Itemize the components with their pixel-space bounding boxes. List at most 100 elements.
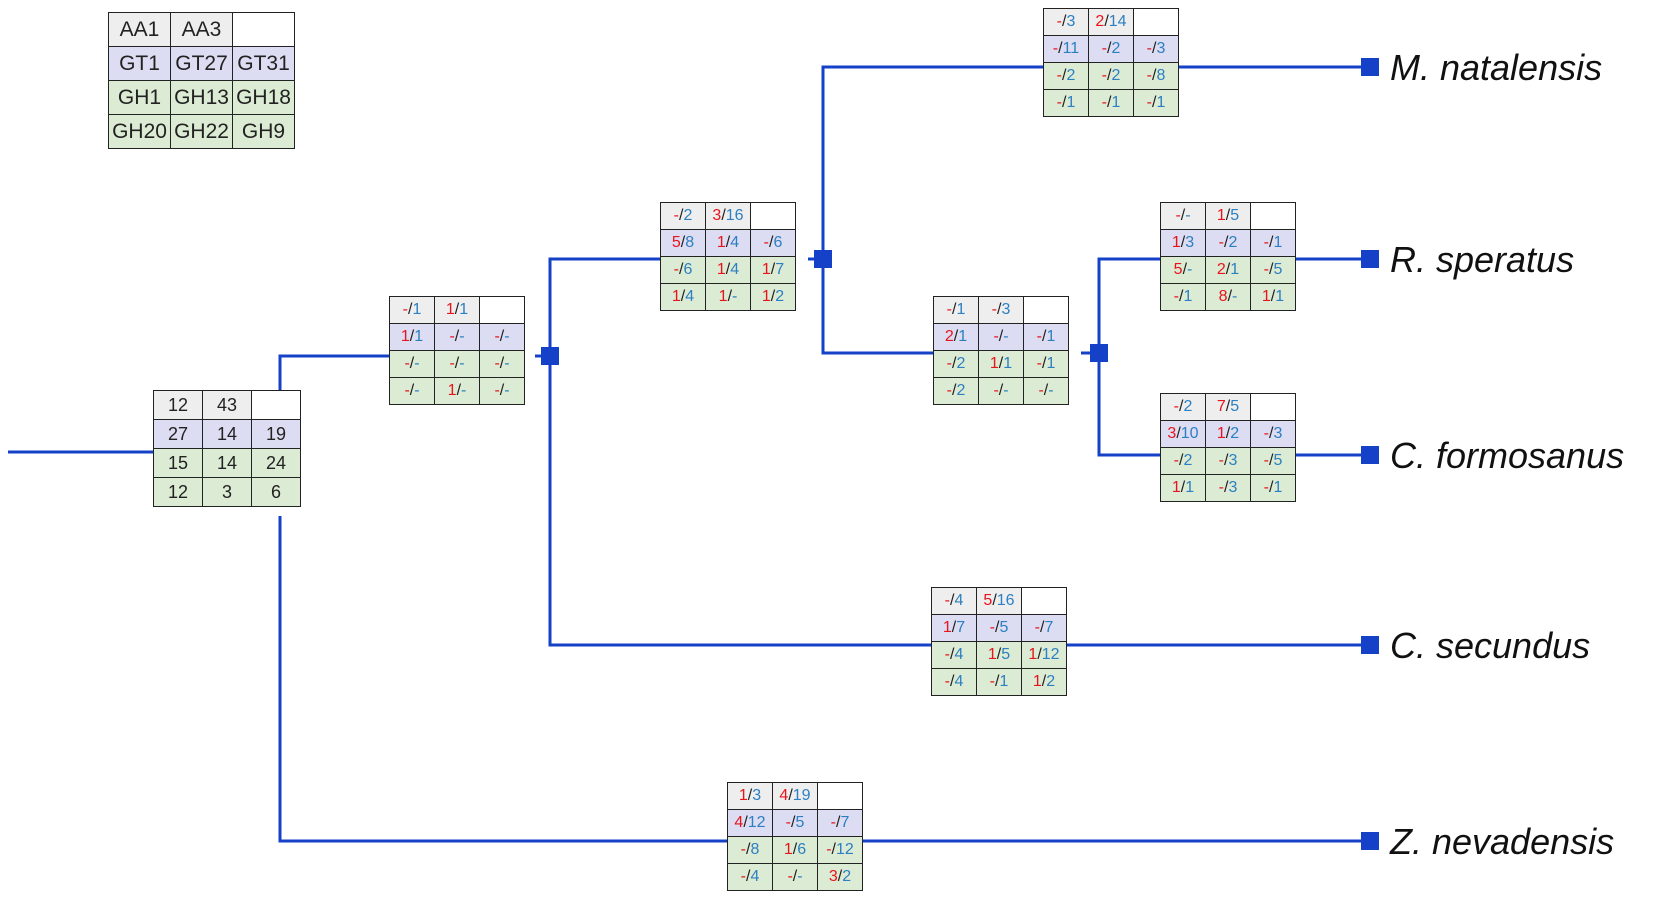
cell-r3-c2: -/1 [1133, 89, 1179, 117]
cell-r3-c0: 1/1 [1160, 474, 1206, 502]
tip-marker-speratus [1361, 250, 1379, 268]
taxon-label-secundus: C. secundus [1390, 625, 1591, 666]
cell-r1-c2: GT31 [232, 46, 295, 81]
cell-r3-c2: GH9 [232, 114, 295, 149]
cell-r2-c0: GH1 [108, 80, 171, 115]
cell-r0-c2 [1250, 202, 1296, 230]
taxon-label-speratus: R. speratus [1390, 239, 1575, 280]
cell-r2-c0: -/2 [1160, 447, 1206, 475]
cell-r1-c2: -/3 [1133, 35, 1179, 63]
cell-r1-c0: 1/7 [931, 614, 977, 642]
cell-r3-c2: 1/1 [1250, 283, 1296, 311]
cell-r0-c1: 2/14 [1088, 8, 1134, 36]
cell-r2-c1: -/2 [1088, 62, 1134, 90]
taxon-label-formosanus: C. formosanus [1390, 435, 1625, 476]
cell-r1-c2: -/7 [1021, 614, 1067, 642]
cell-r1-c1: 1/4 [705, 229, 751, 257]
cell-r1-c1: -/5 [976, 614, 1022, 642]
cell-r1-c2: -/1 [1250, 229, 1296, 257]
cell-r1-c2: -/1 [1023, 323, 1069, 351]
cell-r0-c0: AA1 [108, 12, 171, 47]
cell-r3-c2: 1/2 [1021, 668, 1067, 696]
cell-r2-c0: -/2 [1043, 62, 1089, 90]
cell-r3-c2: -/- [479, 377, 525, 405]
cell-r2-c2: GH18 [232, 80, 295, 115]
cell-r1-c0: 2/1 [933, 323, 979, 351]
cell-r1-c2: -/- [479, 323, 525, 351]
cell-r0-c2 [1021, 587, 1067, 615]
cell-r1-c2: 19 [251, 419, 301, 449]
cell-r2-c2: -/12 [817, 836, 863, 864]
cell-r2-c0: 5/- [1160, 256, 1206, 284]
cell-r3-c1: -/1 [1088, 89, 1134, 117]
cell-r1-c0: 1/1 [389, 323, 435, 351]
tip-marker-secundus [1361, 636, 1379, 654]
cell-r1-c1: 14 [202, 419, 252, 449]
cell-r0-c2 [1250, 393, 1296, 421]
cell-r1-c1: -/2 [1205, 229, 1251, 257]
cell-r3-c1: 1/- [434, 377, 480, 405]
cell-r0-c2 [817, 782, 863, 810]
taxon-label-natalensis: M. natalensis [1390, 47, 1603, 88]
cell-r2-c1: GH13 [170, 80, 233, 115]
cell-r1-c1: 1/2 [1205, 420, 1251, 448]
node-marker-n3 [1090, 344, 1108, 362]
cell-r3-c2: 6 [251, 477, 301, 507]
cell-r0-c0: -/2 [660, 202, 706, 230]
cell-r0-c2 [1133, 8, 1179, 36]
cell-r0-c0: -/1 [389, 296, 435, 324]
cell-r1-c2: -/3 [1250, 420, 1296, 448]
cell-r3-c0: -/4 [931, 668, 977, 696]
cell-r3-c2: 3/2 [817, 863, 863, 891]
cell-r3-c0: 1/4 [660, 283, 706, 311]
cell-r0-c0: -/2 [1160, 393, 1206, 421]
cell-r0-c0: 12 [153, 390, 203, 420]
cell-r1-c0: 27 [153, 419, 203, 449]
cell-r1-c0: 3/10 [1160, 420, 1206, 448]
cell-r1-c0: 4/12 [727, 809, 773, 837]
cell-r3-c1: -/3 [1205, 474, 1251, 502]
branch-n2-natalensis [821, 65, 1365, 259]
cell-r0-c1: 7/5 [1205, 393, 1251, 421]
cell-r2-c2: 1/7 [750, 256, 796, 284]
cell-r1-c0: GT1 [108, 46, 171, 81]
cell-r2-c0: -/2 [933, 350, 979, 378]
cell-r0-c2 [1023, 296, 1069, 324]
cell-r1-c1: GT27 [170, 46, 233, 81]
cell-r2-c1: -/- [434, 350, 480, 378]
cell-r2-c1: 1/6 [772, 836, 818, 864]
branch-n2-n3 [821, 259, 934, 355]
tip-marker-formosanus [1361, 446, 1379, 464]
cell-r2-c2: -/5 [1250, 447, 1296, 475]
cell-r0-c0: 1/3 [727, 782, 773, 810]
cell-r3-c2: -/1 [1250, 474, 1296, 502]
cell-r0-c0: -/4 [931, 587, 977, 615]
cell-r1-c1: -/- [978, 323, 1024, 351]
cell-r1-c1: -/5 [772, 809, 818, 837]
cell-r0-c2 [232, 12, 295, 47]
cell-r3-c0: -/1 [1043, 89, 1089, 117]
cell-r0-c1: 3/16 [705, 202, 751, 230]
cell-r0-c2 [750, 202, 796, 230]
cell-r3-c1: 8/- [1205, 283, 1251, 311]
cell-r0-c0: -/- [1160, 202, 1206, 230]
cell-r3-c1: -/- [772, 863, 818, 891]
branch-n1-secundus [548, 356, 1365, 647]
cell-r0-c1: 5/16 [976, 587, 1022, 615]
tip-marker-natalensis [1361, 58, 1379, 76]
cell-r2-c1: 14 [202, 448, 252, 478]
cell-r1-c2: -/7 [817, 809, 863, 837]
cell-r1-c0: 5/8 [660, 229, 706, 257]
cell-r3-c2: -/- [1023, 377, 1069, 405]
cell-r3-c0: -/- [389, 377, 435, 405]
cell-r2-c0: 15 [153, 448, 203, 478]
cell-r2-c1: 1/1 [978, 350, 1024, 378]
cell-r0-c0: -/1 [933, 296, 979, 324]
